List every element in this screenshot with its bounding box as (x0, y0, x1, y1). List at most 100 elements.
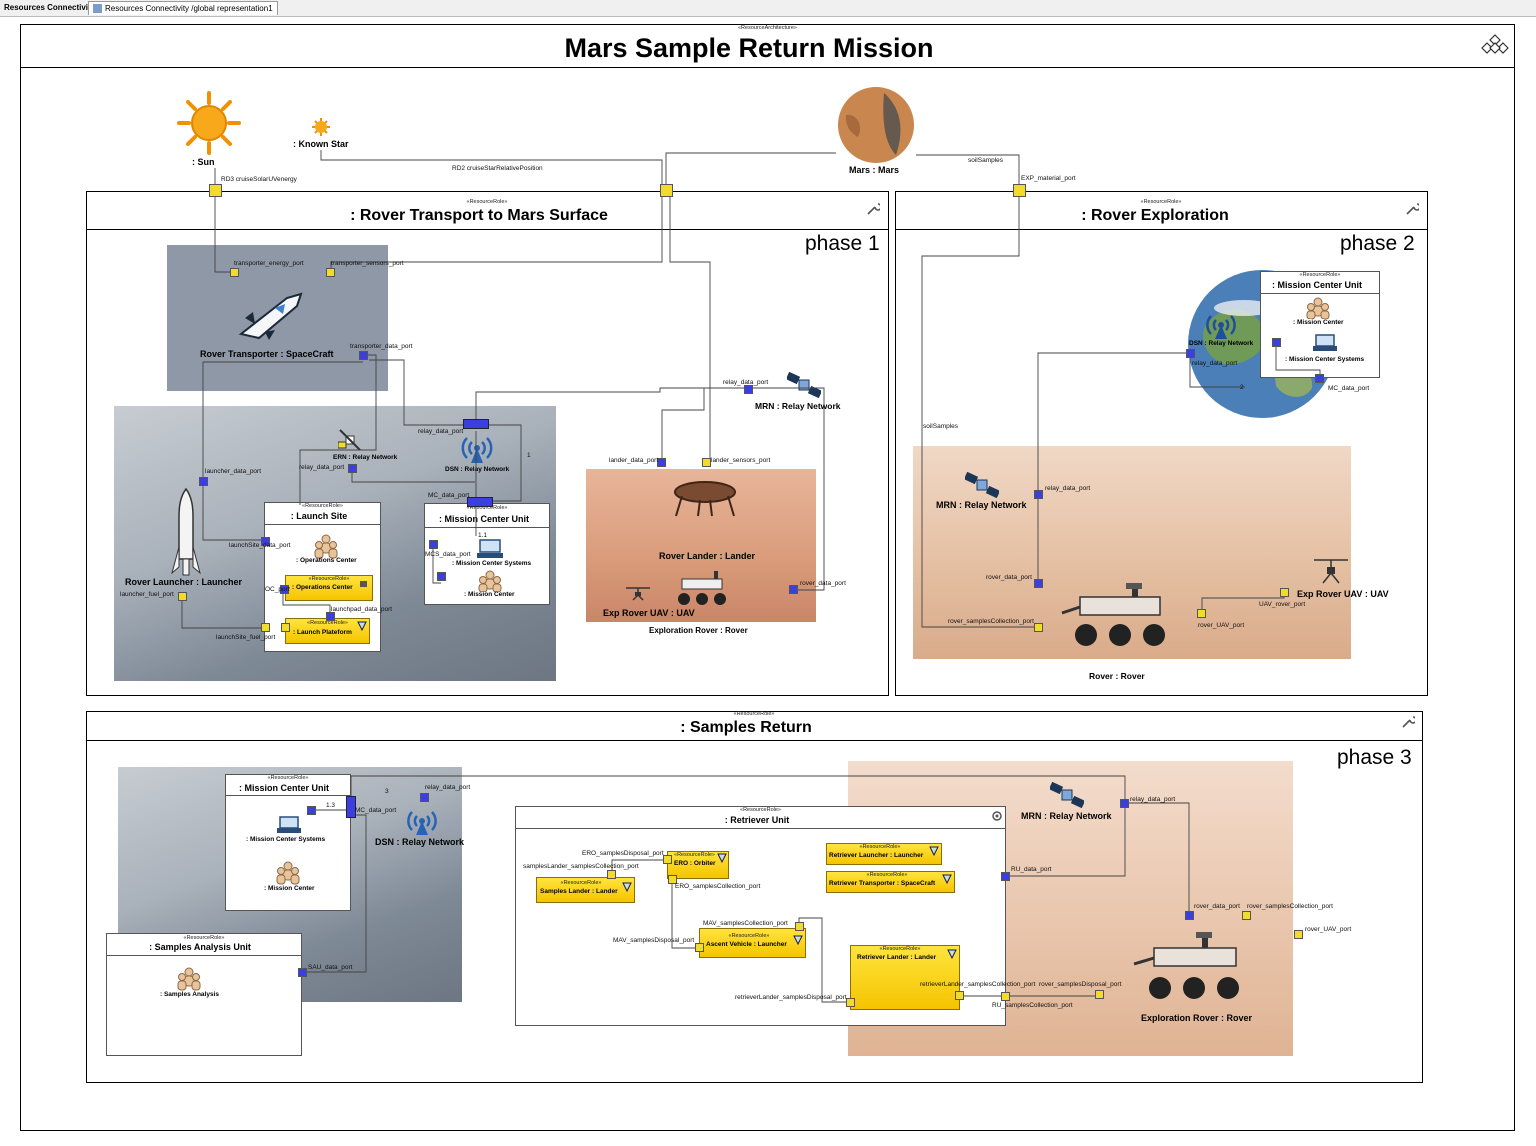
phase2-title: : Rover Exploration (1081, 207, 1229, 224)
launch-plateform-box[interactable] (285, 618, 370, 644)
diagram-icon (93, 4, 102, 14)
rover-data-port-p1[interactable] (789, 585, 798, 594)
lander-collection-port-label: samplesLander_samplesCollection_port (523, 863, 639, 870)
retriever-launcher-box[interactable] (826, 843, 942, 865)
rover-uav-port-p2[interactable] (1197, 609, 1206, 618)
exploration-rover-label-p1: Exploration Rover : Rover (649, 626, 748, 635)
rover-uav-port-p3[interactable] (1294, 930, 1303, 939)
rover-data-port-p3[interactable] (1185, 911, 1194, 920)
rover-samples-port-p2[interactable] (1034, 623, 1043, 632)
mc-data-port-p2[interactable] (1315, 374, 1324, 383)
mav-disposal-port[interactable] (695, 943, 704, 952)
uav-helicopter-icon (626, 587, 650, 601)
launchpad-port-label: launchpad_data_port (331, 606, 393, 613)
lander-data-port[interactable] (657, 458, 666, 467)
sun-icon (177, 91, 241, 155)
mc-port-p3[interactable] (307, 806, 316, 815)
rover-data-port-p2[interactable] (1034, 579, 1043, 588)
phase3-label: phase 3 (1337, 746, 1412, 769)
rover-samples-port-p3[interactable] (1242, 911, 1251, 920)
mcs-data-port-label: MCS_data_port (425, 551, 471, 558)
people-icon (276, 861, 300, 885)
dsn-relay-port-p3[interactable] (420, 793, 429, 802)
rover-disposal-port[interactable] (1095, 990, 1104, 999)
settings-icon (992, 811, 1002, 821)
satellite-icon (338, 429, 361, 451)
uav-rover-port[interactable] (1280, 588, 1289, 597)
uav-helicopter-icon (1314, 559, 1348, 584)
lander-sensors-port[interactable] (702, 458, 711, 467)
ern-relay-port[interactable] (348, 464, 357, 473)
retriever-launcher-stereotype: «ResourceRole» (859, 844, 901, 850)
plateform-stereotype: «ResourceRole» (307, 620, 348, 626)
rocket-icon (171, 487, 201, 576)
ascent-vehicle-box[interactable] (699, 928, 806, 958)
oc-port[interactable] (280, 585, 289, 594)
transporter-energy-port-label: transporter_energy_port (234, 260, 304, 267)
launcher-data-port-label: launcher_data_port (205, 468, 262, 475)
launcher-fuel-port-label: launcher_fuel_port (120, 591, 174, 598)
dsn-relay-port-p2[interactable] (1186, 349, 1195, 358)
mrn-label-p3: MRN : Relay Network (1021, 811, 1112, 821)
lander-collection-port[interactable] (607, 870, 616, 879)
wrench-icon (867, 203, 880, 215)
mc-port[interactable] (437, 572, 446, 581)
rl-collection-port[interactable] (955, 991, 964, 1000)
ops-box-label: : Operations Center (292, 584, 353, 591)
port[interactable] (660, 184, 673, 197)
dsn-relay-port[interactable] (463, 419, 489, 429)
transporter-sensors-port-label: transporter_sensors_port (331, 260, 404, 267)
transporter-sensors-port[interactable] (326, 268, 335, 277)
ru-data-port[interactable] (1001, 872, 1010, 881)
mc-data-port-label-p2: MC_data_port (1328, 385, 1370, 392)
mc-data-port-p3[interactable] (346, 796, 356, 818)
mission-center-unit-box-p3[interactable] (225, 774, 351, 911)
mav-collection-port-label: MAV_samplesCollection_port (703, 920, 788, 927)
mission-center-unit-box-p2[interactable] (1260, 271, 1380, 378)
mrn-relay-port-p3[interactable] (1120, 799, 1129, 808)
tab-resources-connectivity[interactable]: Resources Connectivity (4, 3, 96, 12)
ero-disposal-port[interactable] (663, 855, 672, 864)
people-icon (314, 534, 338, 559)
ru-collection-port[interactable] (1001, 992, 1010, 1001)
launchpad-data-port[interactable] (326, 612, 335, 621)
ero-collection-port[interactable] (668, 875, 677, 884)
samples-lander-box[interactable] (536, 877, 635, 903)
mrn-relay-port-p1[interactable] (744, 385, 753, 394)
mcs-data-port[interactable] (429, 540, 438, 549)
tab-label: Resources Connectivity /global represent… (105, 4, 273, 13)
mrn-label-p2: MRN : Relay Network (936, 500, 1027, 510)
sau-data-port[interactable] (298, 968, 307, 977)
retriever-transporter-box[interactable] (826, 871, 955, 893)
multiplicity-2: 2 (1240, 384, 1244, 391)
transporter-label: Rover Transporter : SpaceCraft (200, 349, 334, 359)
port[interactable] (209, 184, 222, 197)
launchsite-fuel-port[interactable] (261, 623, 270, 632)
dsn-label-p1: DSN : Relay Network (445, 466, 510, 473)
architecture-frame (20, 24, 1515, 1131)
mrn-relay-port-label-p1: relay_data_port (723, 379, 769, 386)
rover-icon (1133, 932, 1239, 999)
launcher-fuel-port[interactable] (178, 592, 187, 601)
mcu-stereotype: «ResourceRole» (466, 505, 508, 511)
exp-material-port[interactable] (1013, 184, 1026, 197)
samples-analysis-unit-box[interactable] (106, 933, 302, 1056)
mc-data-port[interactable] (467, 497, 493, 507)
operations-center-box[interactable] (285, 575, 373, 601)
mission-center-label-p2: : Mission Center (1293, 319, 1344, 326)
transporter-energy-port[interactable] (230, 268, 239, 277)
retriever-lander-box[interactable] (850, 945, 960, 1010)
launchsite-data-port[interactable] (261, 537, 270, 546)
transporter-data-port[interactable] (359, 351, 368, 360)
mrn-relay-port-p2[interactable] (1034, 490, 1043, 499)
mc-port-p2[interactable] (1272, 338, 1281, 347)
launcher-data-port[interactable] (199, 477, 208, 486)
mav-collection-port[interactable] (795, 922, 804, 931)
rover-icon (1061, 583, 1165, 646)
mcu-title: : Mission Center Unit (438, 514, 529, 524)
retriever-transporter-label: Retriever Transporter : SpaceCraft (829, 880, 936, 887)
exploration-rover-label-p3: Exploration Rover : Rover (1141, 1013, 1253, 1023)
tab-global-representation[interactable]: Resources Connectivity /global represent… (88, 1, 278, 15)
launch-plateform-port[interactable] (281, 623, 290, 632)
rl-disposal-port[interactable] (846, 998, 855, 1007)
